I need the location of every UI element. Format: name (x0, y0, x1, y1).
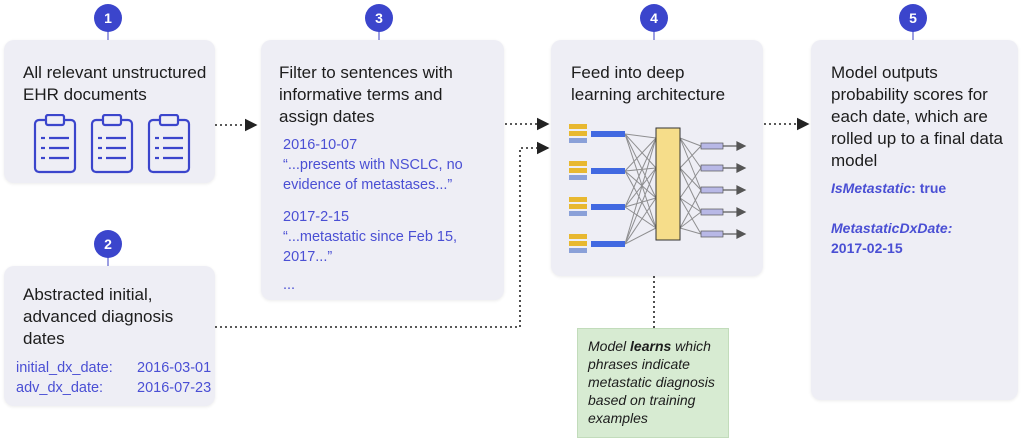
output-is-metastatic: IsMetastatic: true (831, 178, 946, 198)
adv-dx-value: 2016-07-23 (137, 380, 212, 396)
step-1-text: All relevant unstructured EHR documents (23, 63, 207, 104)
step-1-box: All relevant unstructured EHR documents (4, 40, 215, 183)
step-badge-1: 1 (94, 4, 122, 32)
sentence-1-date: 2016-10-07 (283, 137, 358, 153)
step-5-text: Model outputs probability scores for eac… (831, 63, 1004, 170)
step-2-text: Abstracted initial, advanced diagnosis d… (23, 285, 174, 348)
note-post: which phrases indicate metastatic diagno… (588, 338, 715, 426)
clipboard-icons (33, 114, 191, 174)
output-value-1: : true (911, 180, 947, 196)
initial-dx-key: initial_dx_date: (16, 360, 113, 376)
neural-network-icon (569, 124, 747, 253)
step-badge-2: 2 (94, 230, 122, 258)
output-dx-date-label: MetastaticDxDate: (831, 218, 952, 238)
sentence-1-quote: “...presents with NSCLC, no evidence of … (283, 157, 463, 193)
clipboard-icon (147, 114, 191, 174)
step-2-box: Abstracted initial, advanced diagnosis d… (4, 266, 215, 406)
step-5-box: Model outputs probability scores for eac… (811, 40, 1018, 400)
step-4-text: Feed into deep learning architecture (571, 63, 726, 104)
step-badge-4: 4 (640, 4, 668, 32)
step-3-text: Filter to sentences with informative ter… (279, 63, 453, 126)
step-4-box: Feed into deep learning architecture (551, 40, 763, 276)
clipboard-icon (33, 114, 77, 174)
step-3-box: Filter to sentences with informative ter… (261, 40, 504, 300)
sentence-2-date: 2017-2-15 (283, 209, 350, 225)
sentence-2-quote: “...metastatic since Feb 15, 2017...” (283, 229, 458, 265)
abstracted-dates: initial_dx_date: 2016-03-01 adv_dx_date:… (16, 358, 212, 400)
step-badge-5: 5 (899, 4, 927, 32)
step-badge-3: 3 (365, 4, 393, 32)
note-emph: learns (630, 338, 672, 354)
sentences-ellipsis: ... (283, 277, 296, 293)
adv-dx-key: adv_dx_date: (16, 380, 104, 396)
note-pre: Model (588, 338, 631, 354)
initial-dx-value: 2016-03-01 (137, 360, 212, 376)
clipboard-icon (90, 114, 134, 174)
output-field-2: MetastaticDxDate: (831, 220, 953, 236)
output-dx-date-value: 2017-02-15 (831, 240, 903, 256)
model-learns-note: Model learns which phrases indicate meta… (577, 328, 729, 438)
output-field-1: IsMetastatic (831, 180, 912, 196)
